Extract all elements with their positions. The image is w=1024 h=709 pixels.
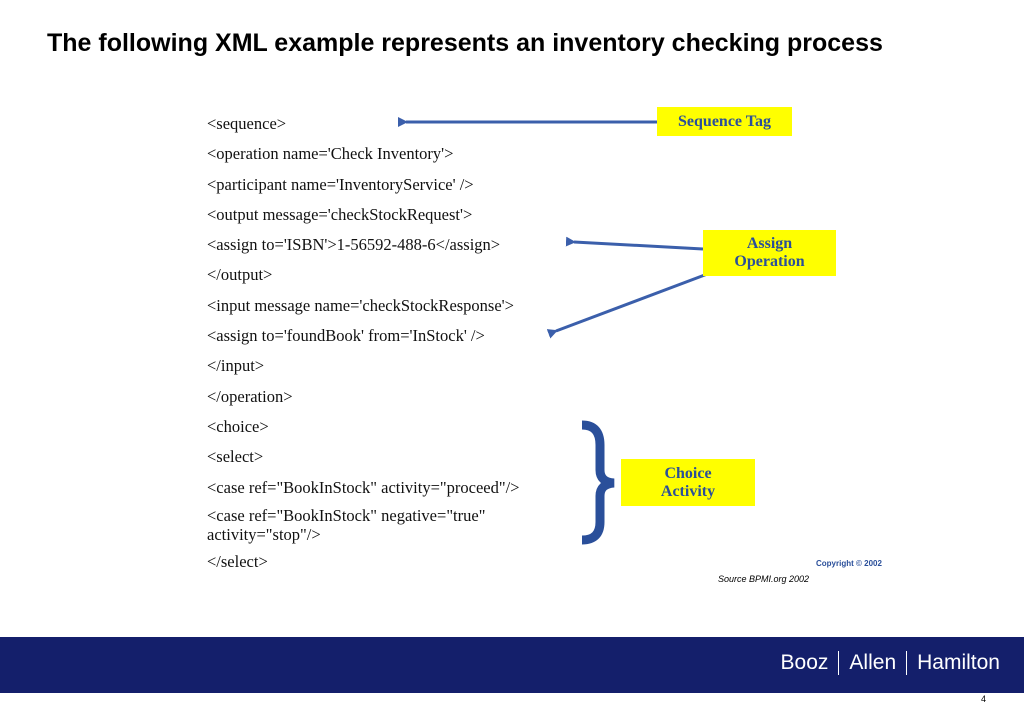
code-line: </output> (207, 265, 273, 285)
callout-label: Choice (664, 464, 712, 482)
page-number: 4 (980, 694, 986, 704)
brand-word: Booz (780, 651, 829, 674)
callout-label: Assign (746, 235, 793, 252)
brand-separator (906, 651, 908, 675)
code-line: <choice> (207, 416, 269, 436)
code-line: <output message='checkStockRequest'> (207, 204, 473, 224)
code-line: <operation name='Check Inventory'> (207, 144, 454, 164)
brand-logo: Booz Allen Hamilton (781, 651, 1000, 675)
callout-label: Operation (734, 253, 805, 270)
assign-operation-callout: Assign Operation (703, 230, 836, 276)
code-line: <case ref="BookInStock" activity="procee… (207, 477, 520, 497)
brand-separator (838, 651, 840, 675)
assign-arrow-1 (565, 236, 704, 251)
code-line: <assign to='ISBN'>1-56592-488-6</assign> (207, 235, 501, 255)
xml-code-block: <sequence> <operation name='Check Invent… (207, 112, 587, 580)
code-line: <select> (207, 447, 264, 467)
footer-band: Booz Allen Hamilton (0, 637, 1024, 693)
code-line: <sequence> (207, 114, 287, 133)
brand-word: Allen (849, 651, 897, 674)
brand-word: Hamilton (917, 651, 1000, 674)
code-line: </select> (207, 551, 268, 571)
code-line: <assign to='foundBook' from='InStock' /> (207, 326, 485, 346)
code-line: <participant name='InventoryService' /> (207, 174, 474, 194)
code-line: </operation> (207, 386, 293, 406)
choice-brace (581, 420, 615, 545)
code-line: </input> (207, 356, 265, 376)
copyright-text: Copyright © 2002 (816, 559, 882, 568)
source-note: Source BPMI.org 2002 (718, 574, 810, 584)
code-line: <case ref="BookInStock" negative="true" … (207, 505, 486, 544)
assign-arrow-2 (546, 271, 711, 339)
callout-label: Sequence Tag (678, 112, 771, 130)
sequence-tag-callout: Sequence Tag (657, 107, 792, 136)
choice-activity-callout: Choice Activity (621, 459, 755, 506)
slide-title: The following XML example represents an … (47, 29, 883, 57)
code-line: <input message name='checkStockResponse'… (207, 295, 514, 315)
callout-label: Activity (660, 482, 716, 500)
